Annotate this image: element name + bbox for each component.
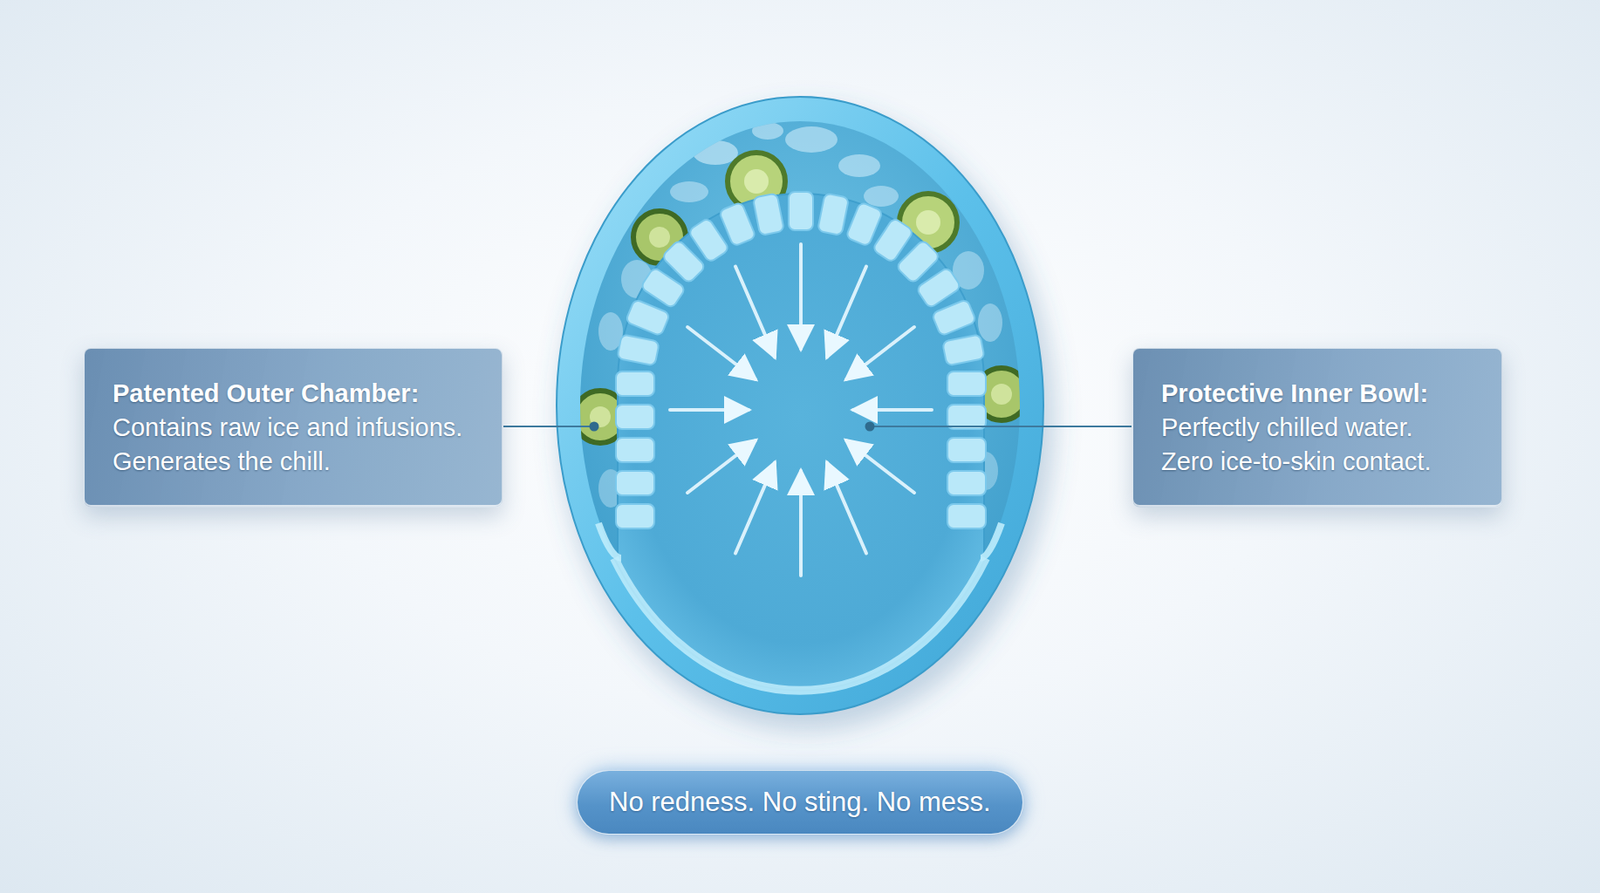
divider-tooth [947, 371, 986, 397]
chill-arrow [853, 408, 932, 412]
chill-arrow [735, 463, 775, 554]
chill-arrow [827, 463, 867, 554]
divider-tooth [916, 266, 962, 309]
ice-cube [785, 126, 838, 153]
bowl-ledge [614, 558, 986, 691]
chill-arrow [846, 440, 915, 493]
ice-cube [752, 122, 784, 140]
callout-box: Protective Inner Bowl:Perfectly chilled … [1132, 348, 1503, 508]
divider-tooth [817, 192, 849, 236]
divider-tooth [615, 371, 655, 397]
ice-cube [977, 303, 1003, 342]
chill-arrow [799, 471, 803, 576]
divider-tooth [788, 191, 814, 231]
callout-heading: Protective Inner Bowl: [1161, 376, 1483, 411]
divider-tooth [625, 299, 671, 337]
anchor-dot [865, 422, 876, 432]
chill-arrow [735, 266, 775, 358]
leader-line [874, 425, 1132, 428]
chill-arrow [687, 327, 756, 380]
callout-body: Contains raw ice and infusions. Generate… [112, 410, 483, 479]
cucumber-seeds [991, 383, 1012, 405]
bowl-ledge [598, 523, 622, 559]
divider-tooth [942, 334, 985, 366]
chill-arrows [670, 244, 932, 576]
divider-tooth [615, 437, 655, 463]
bowl-ledge [980, 523, 1002, 559]
cucumber-seeds [649, 226, 671, 248]
tagline-pill: No redness. No sting. No mess. [576, 770, 1024, 835]
chill-arrow [687, 440, 756, 493]
inner-bowl [614, 193, 986, 691]
divider-tooth [616, 334, 660, 366]
ice-cube [670, 181, 709, 203]
tagline-text: No redness. No sting. No mess. [608, 771, 992, 835]
ice-cube [692, 140, 739, 165]
basin-rim [556, 96, 1044, 715]
divider-tooth [718, 201, 757, 247]
divider-tooth [947, 471, 986, 496]
ice-cube [863, 185, 899, 207]
callout-box: Patented Outer Chamber:Contains raw ice … [83, 348, 503, 508]
callout-heading: Patented Outer Chamber: [112, 376, 483, 411]
chill-arrow [827, 266, 867, 358]
anchor-dot [589, 422, 600, 432]
divider-tooth [947, 404, 986, 430]
divider-tooth [845, 201, 883, 247]
divider-tooth [615, 404, 655, 430]
divider-tooth [947, 437, 986, 463]
chill-arrow [846, 327, 915, 380]
cucumber-seeds [744, 169, 769, 194]
divider-tooth [615, 504, 655, 529]
outer-chamber [580, 121, 1020, 691]
chill-arrow [670, 408, 749, 412]
chill-arrow [799, 244, 803, 349]
ice-cube [838, 154, 881, 178]
cucumber-seeds [916, 210, 941, 235]
divider-tooth [947, 504, 986, 529]
callout-body: Perfectly chilled water. Zero ice-to-ski… [1161, 410, 1454, 479]
leader-line [503, 425, 590, 428]
divider-tooth [752, 192, 785, 236]
divider-tooth [615, 471, 655, 496]
divider-tooth [931, 299, 977, 337]
